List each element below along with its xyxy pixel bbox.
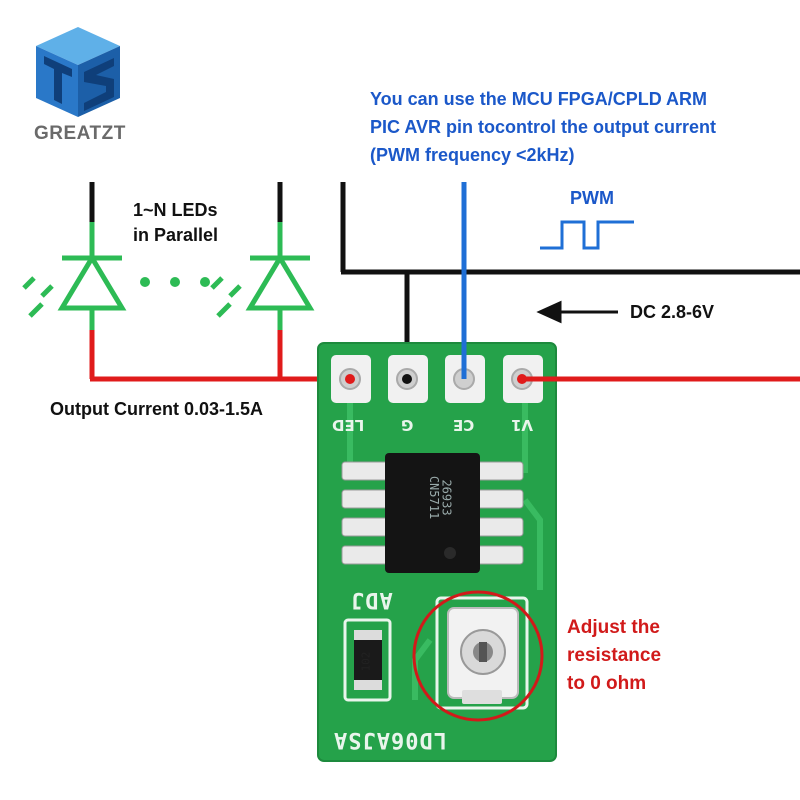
dc-arrow [536,300,618,324]
mcu-note-line2: PIC AVR pin tocontrol the output current [370,117,716,137]
pin-label-led: LED [332,416,365,434]
chip-marking-line2: 26933 [439,479,454,516]
pwm-waveform [540,220,634,250]
ic-chip [385,453,480,573]
led-1-symbol [22,222,127,330]
pin-label-led-wrap: LED [332,416,364,435]
adjust-note-line3: to 0 ohm [567,673,647,694]
leds-label-line2: in Parallel [133,225,219,245]
mcu-note-line3: (PWM frequency <2kHz) [370,145,575,165]
pin-label-v1-wrap: V1 [511,416,533,435]
leds-label-line1: 1~N LEDs [133,200,218,220]
adjust-note: Adjust the resistance to 0 ohm [567,614,661,698]
pin-label-ce-wrap: CE [453,416,474,435]
board-name: LD06AJSA [333,727,447,752]
pin-label-g: G [401,416,414,434]
adj-label: ADJ [350,587,393,612]
board-name-wrap: LD06AJSA [333,727,447,752]
chip-marking-2: 26933 [428,479,464,515]
resistor-code: 102 [359,651,373,672]
mcu-note-line1: You can use the MCU FPGA/CPLD ARM [370,89,708,109]
leds-label: 1~N LEDs in Parallel [133,198,218,248]
ellipsis-dot [140,277,150,287]
t2-cube-logo-icon [36,27,120,117]
pin-label-v1: V1 [511,416,534,434]
led-output-red-wire [89,330,350,382]
mcu-note: You can use the MCU FPGA/CPLD ARM PIC AV… [370,85,790,169]
pwm-label: PWM [570,188,614,208]
pin-label-g-wrap: G [401,416,413,435]
adj-label-wrap: ADJ [350,587,393,612]
trimmer-potentiometer [447,607,519,704]
adjust-note-line1: Adjust the [567,617,660,638]
adjust-highlight-circle [412,590,544,722]
led-2-symbol [210,222,315,330]
adjust-note-line2: resistance [567,645,662,666]
dc-voltage-label: DC 2.8-6V [630,302,715,322]
pin-label-ce: CE [453,416,475,434]
ellipsis-dot [200,277,210,287]
ellipsis-dot [170,277,180,287]
output-current-label: Output Current 0.03-1.5A [50,399,264,419]
resistor-code-wrap: 102 [356,651,376,672]
brand-name: GREATZT [34,123,126,144]
